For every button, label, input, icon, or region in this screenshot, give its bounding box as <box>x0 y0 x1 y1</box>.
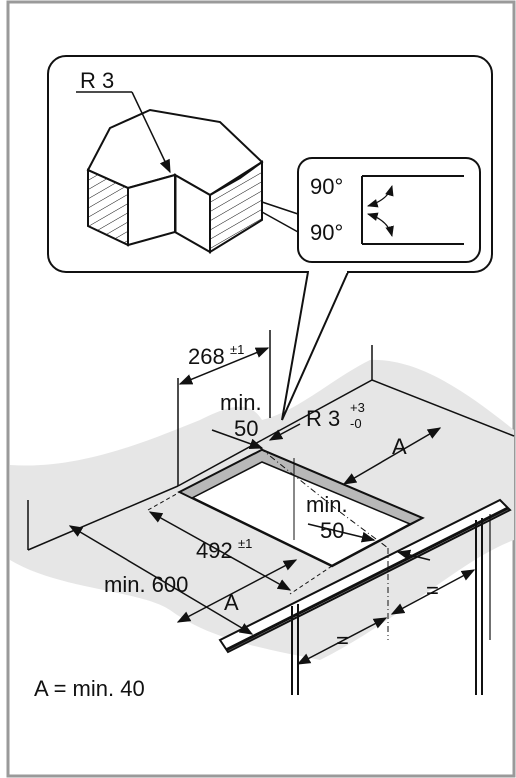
angle-label-bottom: 90° <box>310 220 343 245</box>
depth-value: 268 <box>188 344 225 369</box>
legend-text: A = min. 40 <box>34 676 145 701</box>
inset-connector-top <box>261 201 299 215</box>
min-front-label: min. <box>306 492 348 517</box>
worktop-back-edge <box>27 485 179 551</box>
block-face-right <box>209 160 263 254</box>
side-a-bottom-dimension <box>176 559 298 623</box>
callout-pointer <box>281 271 349 421</box>
min-back-value: 50 <box>234 416 258 441</box>
side-a-top-dimension <box>342 427 442 485</box>
equal-dimension-2 <box>390 569 476 615</box>
r3-leader-arrow <box>131 91 171 174</box>
angle-label-top: 90° <box>310 174 343 199</box>
min-back-label: min. <box>220 390 262 415</box>
min-front-arrow-left <box>307 523 376 543</box>
min-back-arrow-left <box>211 429 264 449</box>
width-tolerance: ±1 <box>238 536 252 551</box>
equal-label-2: = <box>426 578 439 603</box>
block-face-front <box>127 173 176 247</box>
min-front-value: 50 <box>320 518 344 543</box>
corner-tol-minus: -0 <box>350 416 362 431</box>
wall-right-edge <box>371 379 515 437</box>
inset-connector-bottom <box>261 211 299 233</box>
angle-inset-box <box>297 157 481 263</box>
page-frame <box>6 0 516 778</box>
equal-label-1: = <box>336 628 349 653</box>
depth-dimension-line <box>178 347 270 385</box>
side-a-top-label: A <box>392 434 407 459</box>
corner-radius-label: R 3 <box>306 406 340 431</box>
angle-arc-top <box>366 184 394 208</box>
min-front-arrow-right <box>396 549 431 561</box>
min-width-value: min. 600 <box>104 572 188 597</box>
depth-tolerance: ±1 <box>230 342 244 357</box>
min-back-arrow-right <box>268 423 301 441</box>
equal-dimension-1 <box>296 617 388 665</box>
angle-arc-bottom <box>366 212 394 238</box>
cutout-back-edge <box>177 439 263 487</box>
side-a-bottom-label: A <box>224 590 239 615</box>
worktop-front-thick <box>225 506 509 652</box>
detail-radius-label: R 3 <box>80 68 114 93</box>
corner-tol-plus: +3 <box>350 400 365 415</box>
width-value: 492 <box>196 538 233 563</box>
